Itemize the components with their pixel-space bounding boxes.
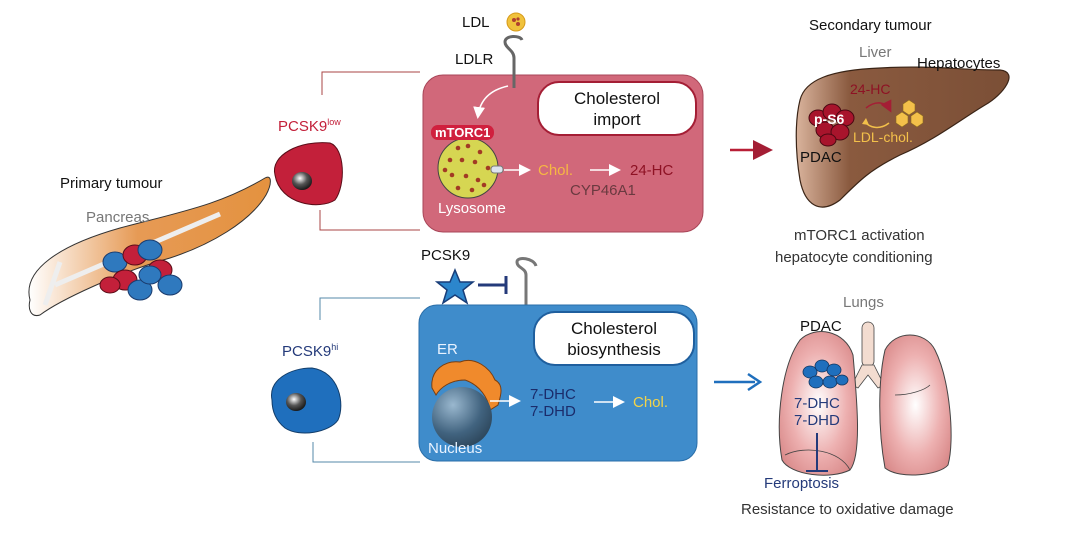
pancreas-illustration: [28, 176, 271, 317]
ldl-particle: [506, 12, 526, 32]
lung-7dhc-label: 7-DHC: [794, 395, 840, 412]
pancreas-label: Pancreas: [86, 209, 150, 226]
chol-label-top: Chol.: [538, 162, 574, 179]
ldlr-receptor: [503, 35, 524, 88]
lung-pdac-label: PDAC: [800, 318, 842, 335]
pcsk9-hi-cell: [271, 367, 342, 434]
liver-label: Liver: [859, 44, 892, 61]
trachea: [861, 321, 875, 368]
pcsk9-low-label: PCSK9low: [278, 117, 341, 135]
24hc-label: 24-HC: [630, 162, 674, 179]
ldl-label: LDL: [462, 14, 490, 31]
secondary-tumour-title: Secondary tumour: [809, 17, 932, 34]
low-bracket-bottom: [319, 210, 420, 231]
er-organelle: [431, 360, 502, 411]
er-label: ER: [437, 341, 458, 358]
pcsk9-inhibitor-label: PCSK9: [421, 247, 471, 264]
cyp46a1-label: CYP46A1: [570, 182, 636, 199]
chol-label-bottom: Chol.: [633, 394, 669, 411]
ldl-chol-label: LDL-chol.: [853, 129, 913, 145]
7dhc-label: 7-DHC: [530, 386, 576, 403]
liver-24hc-label: 24-HC: [850, 81, 891, 97]
lungs-illustration: [778, 321, 952, 476]
ldlr-label: LDLR: [455, 51, 494, 68]
liver-pdac-cluster: [808, 103, 855, 147]
pcsk9-low-cell: [274, 142, 343, 206]
nucleus-label: Nucleus: [428, 440, 483, 457]
tumour-cell-cluster: [99, 239, 183, 301]
liver-illustration: [795, 66, 1010, 208]
lung-outcome: Resistance to oxidative damage: [741, 501, 954, 518]
hepatocytes-label: Hepatocytes: [917, 55, 1001, 72]
hepatocyte-cells: [895, 99, 924, 128]
mtorc1-badge: mTORC1: [431, 125, 495, 140]
lysosome-label: Lysosome: [438, 200, 506, 217]
pcsk9-star-icon: [434, 268, 476, 305]
ferroptosis-label: Ferroptosis: [764, 475, 840, 492]
liver-pdac-label: PDAC: [800, 149, 842, 166]
lung-pdac-cluster: [802, 359, 849, 389]
liver-outcome-1: mTORC1 activation: [794, 227, 925, 244]
primary-tumour-title: Primary tumour: [60, 175, 163, 192]
ldlr-receptor-inhibited: [515, 257, 538, 308]
pcsk9-hi-label: PCSK9hi: [282, 342, 339, 360]
nucleus: [432, 387, 492, 447]
hi-bracket-top: [319, 297, 420, 320]
hi-bracket-bottom: [312, 442, 420, 463]
low-bracket-top: [321, 71, 420, 95]
ps6-label: p-S6: [814, 111, 845, 127]
lung-7dhd-label: 7-DHD: [794, 412, 840, 429]
7dhd-label: 7-DHD: [530, 403, 576, 420]
lungs-label: Lungs: [843, 294, 884, 311]
liver-outcome-2: hepatocyte conditioning: [775, 249, 933, 266]
